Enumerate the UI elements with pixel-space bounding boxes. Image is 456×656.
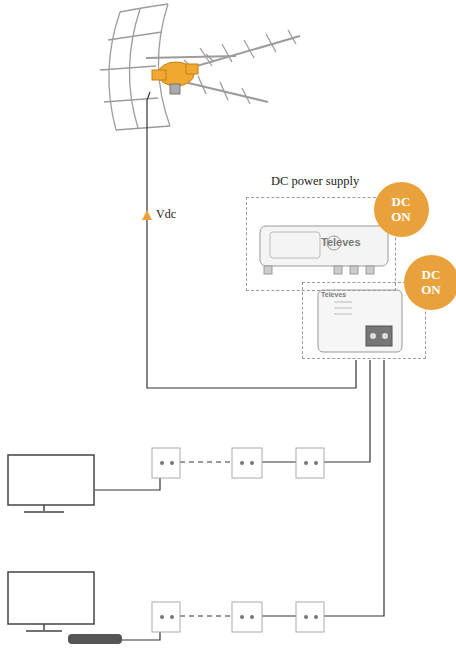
set-top-box bbox=[68, 634, 122, 644]
tv bbox=[8, 455, 94, 631]
vdc-arrow bbox=[142, 210, 152, 220]
status-badge: DC ON bbox=[374, 182, 429, 237]
brand-logo: Televes bbox=[321, 291, 346, 298]
antenna-head bbox=[152, 62, 198, 94]
group-heading: DC power supply bbox=[271, 174, 359, 189]
antenna bbox=[100, 4, 300, 130]
badge-text: DC ON bbox=[383, 194, 419, 224]
outlet-sockets bbox=[160, 461, 318, 619]
wall-outlets bbox=[152, 448, 324, 632]
brand-logo: Televes bbox=[321, 236, 361, 248]
coax-cable bbox=[95, 92, 384, 640]
signal-label: Vdc bbox=[156, 207, 176, 222]
status-badge: DC ON bbox=[404, 255, 456, 310]
badge-text: DC ON bbox=[413, 267, 449, 297]
power-supply-device bbox=[260, 226, 388, 274]
amplifier-device bbox=[318, 290, 402, 352]
